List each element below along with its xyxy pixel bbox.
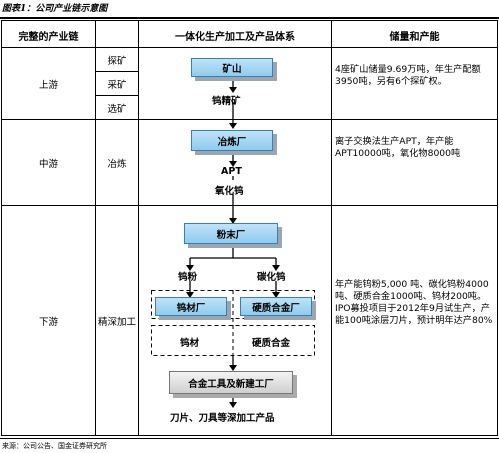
product-tungsten-material: 钨材 bbox=[180, 338, 200, 349]
step-dressing: 选矿 bbox=[107, 103, 127, 115]
header-system: 一体化生产加工及产品体系 bbox=[175, 31, 295, 43]
branch-tungsten-carbide: 碳化钨 bbox=[257, 272, 286, 283]
source-note: 来源：公司公告、国金证券研究所 bbox=[2, 442, 107, 450]
desc-midstream: 离子交换法生产APT，年产能APT10000吨，氧化物8000吨 bbox=[335, 136, 461, 159]
output-tungsten-concentrate: 钨精矿 bbox=[212, 96, 241, 107]
step-explore: 探矿 bbox=[107, 55, 127, 67]
box-powder-plant: 粉末厂 bbox=[184, 223, 278, 244]
footer-rule bbox=[0, 438, 499, 439]
step-mining: 采矿 bbox=[107, 79, 127, 91]
stage-midstream: 中游 bbox=[38, 158, 58, 170]
step-deep-processing: 精深加工 bbox=[97, 316, 136, 328]
stage-downstream: 下游 bbox=[38, 316, 58, 328]
output-apt: APT bbox=[221, 166, 242, 177]
header-chain: 完整的产业链 bbox=[18, 31, 79, 43]
final-output: 刀片、刀具等深加工产品 bbox=[170, 413, 275, 424]
box-alloy-tools-new-plant: 合金工具及新建工厂 bbox=[169, 371, 293, 394]
stage-upstream: 上游 bbox=[38, 79, 58, 91]
output-tungsten-oxide: 氧化钨 bbox=[215, 186, 244, 197]
box-mine: 矿山 bbox=[191, 58, 273, 77]
branch-tungsten-powder: 钨粉 bbox=[178, 272, 198, 283]
caption-rule bbox=[0, 17, 499, 19]
step-smelting: 冶炼 bbox=[107, 158, 127, 170]
desc-downstream: 年产能钨粉5,000 吨、碳化钨粉4000吨、硬质合金1000吨、钨材200吨。… bbox=[335, 279, 493, 326]
header-reserves: 储量和产能 bbox=[389, 31, 440, 43]
figure-caption: 图表1：公司产业链示意图 bbox=[2, 4, 108, 14]
box-tungsten-material-plant: 钨材厂 bbox=[155, 297, 227, 316]
product-hard-alloy: 硬质合金 bbox=[252, 338, 291, 349]
box-smelter: 冶炼厂 bbox=[191, 130, 273, 151]
desc-upstream: 4座矿山储量9.69万吨，年生产配额3950吨，另有6个探矿权。 bbox=[335, 64, 481, 87]
box-hard-alloy-plant: 硬质合金厂 bbox=[240, 297, 312, 316]
